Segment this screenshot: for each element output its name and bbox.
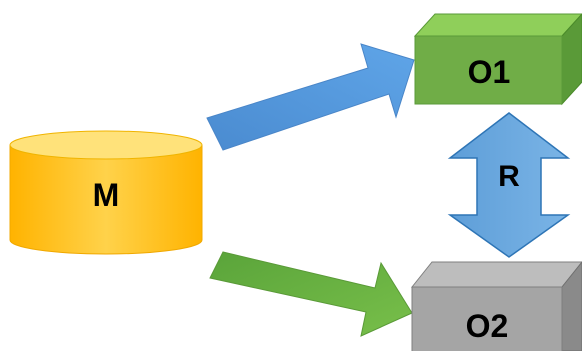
- node-label-o2: O2: [466, 308, 509, 344]
- arrow-m-to-o1: [206, 43, 415, 151]
- node-label-m: M: [93, 177, 120, 213]
- arrow-m-to-o2: [209, 251, 413, 337]
- box-o2: O2: [410, 261, 582, 351]
- box-o1: O1: [413, 13, 582, 106]
- relation-label-r: R: [498, 160, 520, 193]
- relation-arrow-r: R: [447, 112, 571, 258]
- cylinder-m: M: [9, 130, 203, 255]
- node-label-o1: O1: [468, 54, 511, 90]
